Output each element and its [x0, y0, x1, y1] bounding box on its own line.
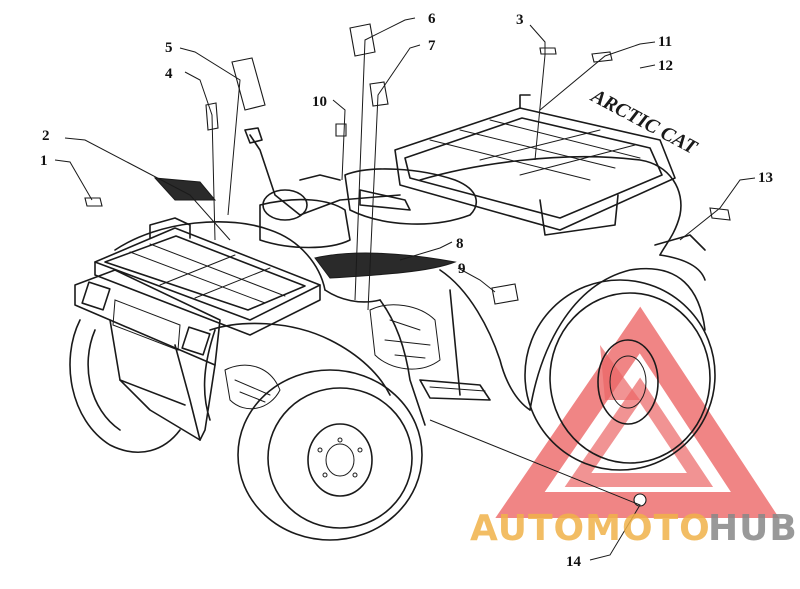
watermark-text: AUTOMOTO HUB — [470, 508, 798, 549]
leader-lines — [54, 17, 756, 561]
leader-9 — [457, 267, 496, 293]
leader-8 — [399, 241, 453, 261]
watermark-text-part2: HUB — [708, 508, 798, 549]
leader-3 — [529, 24, 546, 161]
decal-3 — [539, 47, 557, 55]
decal-9 — [491, 283, 519, 305]
watermark-logo — [495, 306, 780, 518]
rear-wheel — [524, 279, 716, 471]
callout-4: 4 — [165, 66, 173, 82]
footrest — [419, 379, 491, 401]
leader-6 — [354, 17, 416, 301]
leader-14 — [429, 419, 641, 561]
atv-illustration — [69, 94, 716, 541]
decal-10 — [335, 123, 347, 137]
seat-and-tank — [259, 168, 478, 249]
decal-12-logo: ARCTIC CAT — [586, 84, 701, 159]
decal-8 — [314, 252, 457, 279]
callout-10: 10 — [312, 94, 327, 110]
leader-5 — [179, 47, 241, 216]
callout-1: 1 — [40, 153, 48, 169]
leader-7 — [367, 44, 421, 311]
decal-5 — [231, 57, 266, 111]
leader-13 — [679, 177, 756, 241]
rear-fender — [419, 156, 706, 411]
callout-7: 7 — [428, 38, 436, 54]
front-right-wheel — [237, 369, 423, 541]
leader-12 — [639, 64, 656, 69]
decal-1 — [84, 197, 103, 207]
decal-6 — [349, 23, 376, 57]
leader-2 — [64, 137, 231, 241]
leader-10 — [332, 99, 346, 181]
decal-14 — [633, 493, 647, 507]
callout-2: 2 — [42, 128, 50, 144]
leader-11 — [539, 41, 656, 111]
decal-12-lettering: ARCTIC CAT — [586, 84, 701, 159]
leader-1 — [54, 159, 93, 201]
callout-6: 6 — [428, 11, 436, 27]
callout-11: 11 — [658, 34, 672, 50]
callout-5: 5 — [165, 40, 173, 56]
front-rack — [94, 217, 321, 336]
leader-4 — [184, 71, 216, 241]
callout-8: 8 — [456, 236, 464, 252]
front-left-wheel — [69, 319, 181, 453]
decal-2 — [153, 177, 217, 201]
rear-tail — [654, 234, 706, 251]
handlebar — [244, 127, 411, 221]
callout-14: 14 — [566, 554, 582, 570]
callout-12: 12 — [658, 58, 673, 74]
rear-rack — [394, 94, 676, 236]
front-bumper — [74, 269, 221, 441]
callout-3: 3 — [516, 12, 524, 28]
engine-area — [224, 304, 441, 410]
callout-13: 13 — [758, 170, 773, 186]
callout-9: 9 — [458, 261, 466, 277]
watermark-text-part1: AUTOMOTO — [470, 508, 711, 549]
decal-11 — [591, 51, 613, 63]
callout-numbers: 1 2 3 4 5 6 7 10 8 9 11 12 13 14 — [40, 11, 773, 570]
